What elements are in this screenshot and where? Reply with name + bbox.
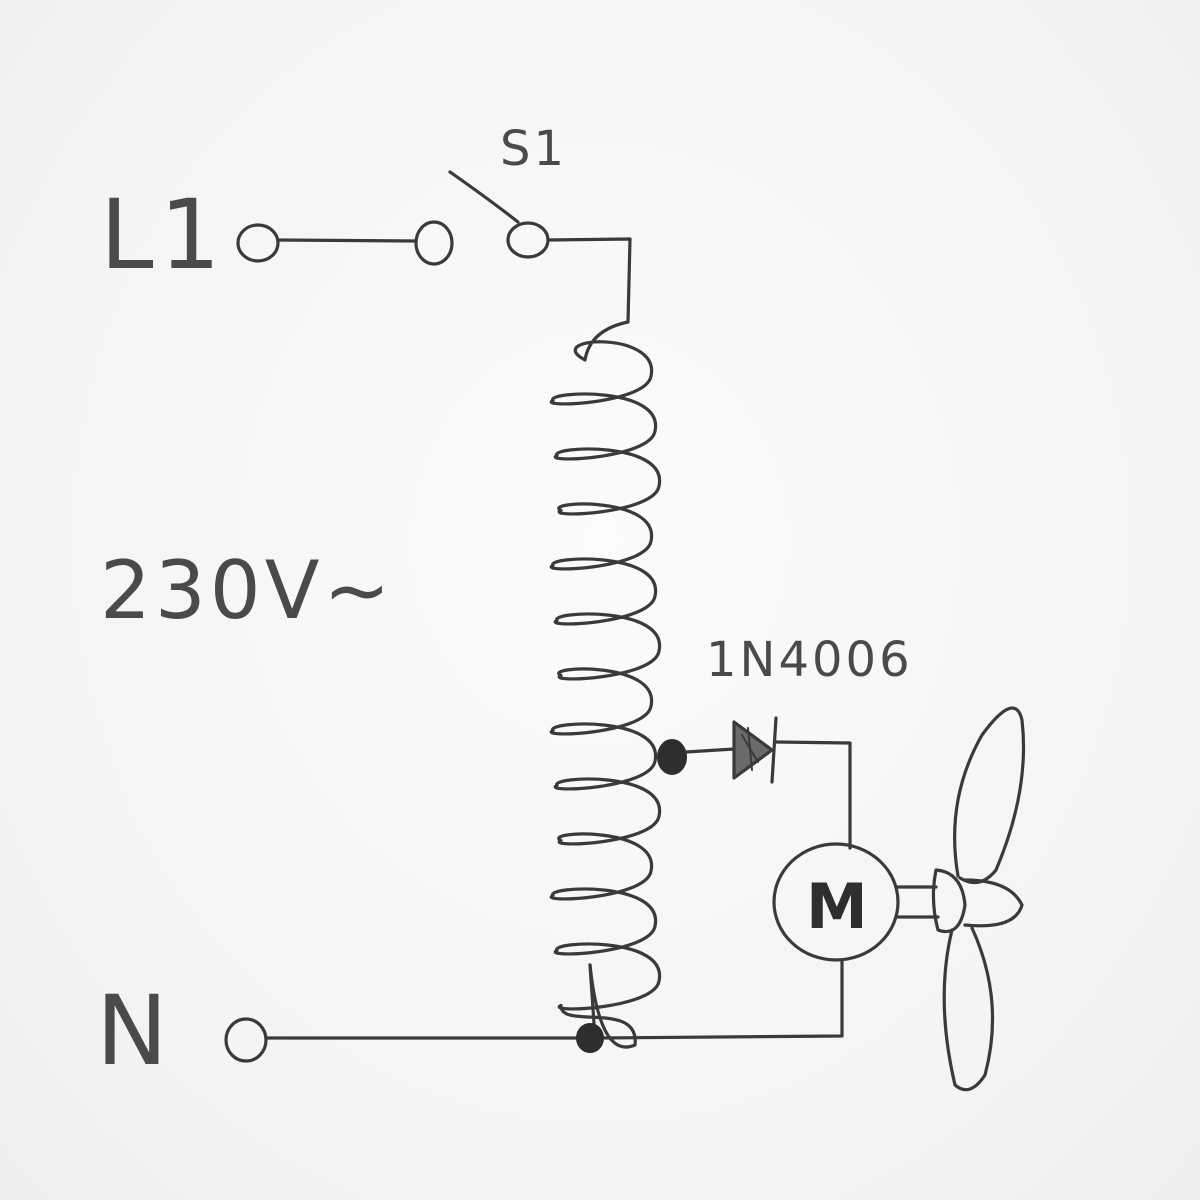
spst-switch-icon: [414, 170, 550, 266]
diode-icon: [732, 716, 778, 784]
label-switch: S1: [500, 121, 567, 177]
inductor-coil-icon: [549, 320, 661, 1049]
wire-line-to-switch: [276, 238, 417, 243]
neutral-junction-node: [576, 1023, 604, 1053]
coil-tap-node: [657, 739, 687, 775]
label-diode: 1N4006: [706, 632, 913, 688]
neutral-terminal: [224, 1017, 268, 1063]
wire-motor-to-neutral: [598, 958, 844, 1040]
label-line: L1: [100, 179, 227, 291]
line-terminal: [236, 223, 280, 263]
wire-switch-to-coil: [546, 237, 632, 324]
label-voltage: 230V~: [100, 544, 394, 637]
propeller-icon: [896, 706, 1026, 1092]
wire-tap-to-diode: [684, 747, 736, 754]
label-neutral: N: [96, 975, 174, 1087]
motor-label: M: [806, 870, 868, 943]
motor-icon: M: [772, 842, 900, 962]
wire-diode-to-motor: [774, 740, 852, 850]
